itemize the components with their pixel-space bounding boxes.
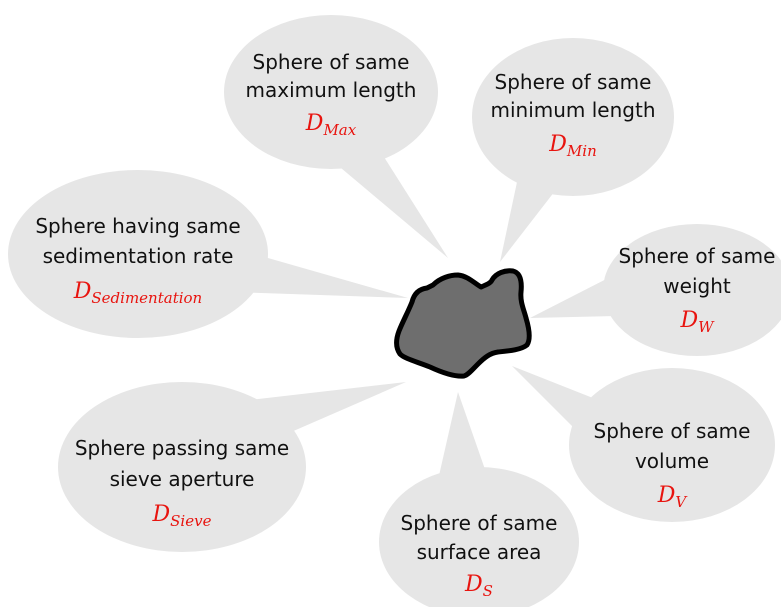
bubble-sedimentation: Sphere having same sedimentation rate DS… (8, 170, 408, 338)
d-v-symbol: DV (657, 483, 689, 511)
bubble-sieve-tail (250, 382, 406, 436)
bubble-weight: Sphere of same weight DW (530, 224, 781, 356)
d-max-symbol: DMax (305, 111, 357, 139)
bubble-volume: Sphere of same volume DV (512, 366, 775, 522)
bubble-sedimentation-line2: sedimentation rate (43, 244, 234, 268)
bubble-weight-shape (603, 224, 781, 356)
bubble-sieve-shape (58, 382, 306, 552)
bubble-min-length: Sphere of same minimum length DMin (472, 38, 674, 262)
bubble-volume-line1: Sphere of same (594, 419, 751, 443)
bubble-sedimentation-line1: Sphere having same (35, 214, 240, 238)
bubble-weight-tail (530, 272, 620, 318)
d-sedimentation-symbol: DSedimentation (73, 279, 202, 307)
bubble-surface-area-shape (379, 467, 579, 607)
bubble-surface-area: Sphere of same surface area DS (379, 392, 579, 607)
bubble-max-length-line1: Sphere of same (253, 50, 410, 74)
d-w-symbol: DW (679, 308, 715, 336)
bubble-sedimentation-shape (8, 170, 268, 338)
bubble-weight-line2: weight (663, 274, 731, 298)
bubble-sedimentation-tail (232, 250, 408, 298)
d-sieve-symbol: DSieve (152, 502, 212, 530)
bubble-sieve-line2: sieve aperture (110, 467, 255, 491)
bubble-min-length-line1: Sphere of same (495, 70, 652, 94)
bubble-weight-line1: Sphere of same (619, 244, 776, 268)
bubble-sieve: Sphere passing same sieve aperture DSiev… (58, 382, 406, 552)
irregular-particle (394, 268, 532, 379)
bubble-min-length-line2: minimum length (490, 98, 655, 122)
bubble-volume-shape (569, 368, 775, 522)
bubble-max-length-tail (322, 138, 448, 258)
bubble-max-length-shape (224, 15, 438, 169)
bubble-volume-line2: volume (635, 449, 709, 473)
bubble-surface-area-tail (438, 392, 488, 480)
bubble-max-length: Sphere of same maximum length DMax (224, 15, 448, 258)
bubble-volume-tail (512, 366, 598, 432)
bubble-min-length-shape (472, 38, 674, 196)
d-min-symbol: DMin (548, 132, 596, 160)
d-s-symbol: DS (464, 572, 493, 600)
bubble-surface-area-line1: Sphere of same (401, 511, 558, 535)
bubble-max-length-line2: maximum length (246, 78, 417, 102)
bubble-surface-area-line2: surface area (417, 540, 542, 564)
bubble-sieve-line1: Sphere passing same (75, 436, 289, 460)
